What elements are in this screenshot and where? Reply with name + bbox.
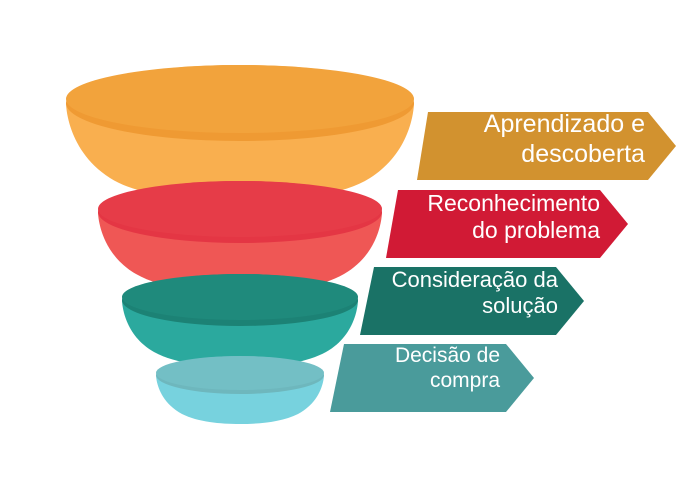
stage-3-arrow[interactable] (360, 267, 584, 335)
stage-2-funnel-rim-inner (98, 181, 382, 237)
funnel-stage-2[interactable] (98, 181, 628, 292)
funnel-stage-4[interactable] (156, 344, 534, 424)
stage-1-arrow[interactable] (417, 112, 676, 180)
stage-1-funnel-rim-inner (66, 65, 414, 133)
funnel-stage-1[interactable] (66, 65, 676, 200)
stage-4-arrow[interactable] (330, 344, 534, 412)
stage-2-arrow[interactable] (386, 190, 628, 258)
funnel-stage-3[interactable] (122, 267, 584, 367)
stage-3-funnel-rim-inner (122, 274, 358, 320)
stage-4-funnel-rim-inner (156, 356, 324, 390)
